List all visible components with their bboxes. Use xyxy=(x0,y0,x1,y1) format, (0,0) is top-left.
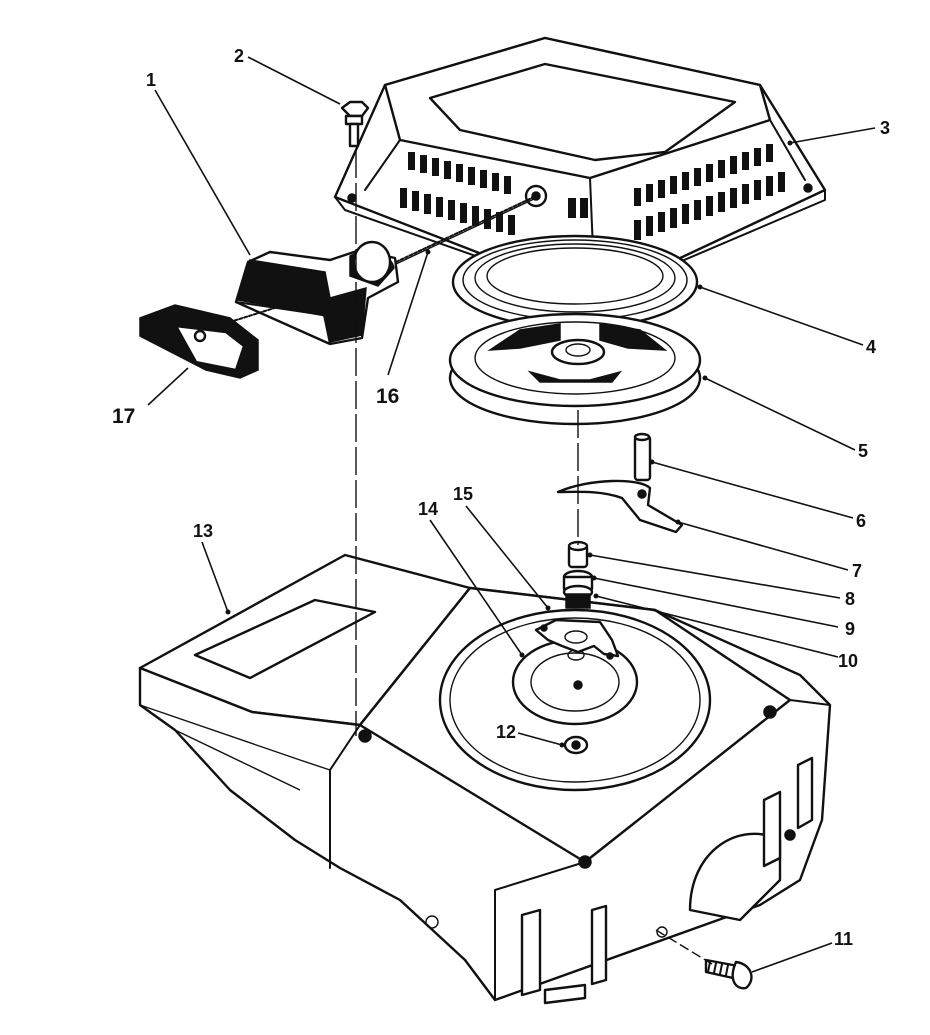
callout-12: 12 xyxy=(496,722,516,742)
callout-9: 9 xyxy=(845,619,855,639)
callout-8: 8 xyxy=(845,589,855,609)
callout-10: 10 xyxy=(838,651,858,671)
callout-5: 5 xyxy=(858,441,868,461)
callout-labels: 1 2 3 4 5 6 7 8 9 10 11 12 13 14 15 16 1… xyxy=(112,46,890,949)
callout-15: 15 xyxy=(453,484,473,504)
engine-shroud xyxy=(138,553,832,1005)
pawl-spring xyxy=(633,432,652,482)
callout-7: 7 xyxy=(852,561,862,581)
pawl xyxy=(556,479,684,534)
callout-14: 14 xyxy=(418,499,438,519)
callout-11: 11 xyxy=(834,929,853,949)
callout-6: 6 xyxy=(856,511,866,531)
rope-handle xyxy=(139,304,259,379)
callout-1: 1 xyxy=(146,70,156,90)
callout-16: 16 xyxy=(376,385,399,408)
assembly-axis-lines xyxy=(355,150,713,965)
callout-2: 2 xyxy=(234,46,244,66)
callout-4: 4 xyxy=(866,337,876,357)
bolt-11 xyxy=(704,958,753,990)
center-shaft-stack xyxy=(534,540,620,660)
starter-handle xyxy=(234,240,400,346)
callout-13: 13 xyxy=(193,521,213,541)
callout-3: 3 xyxy=(880,118,890,138)
leader-lines xyxy=(147,56,876,973)
callout-17: 17 xyxy=(112,405,135,428)
bolt-2 xyxy=(340,100,370,148)
starter-rope xyxy=(229,195,537,323)
pulley xyxy=(448,312,702,426)
